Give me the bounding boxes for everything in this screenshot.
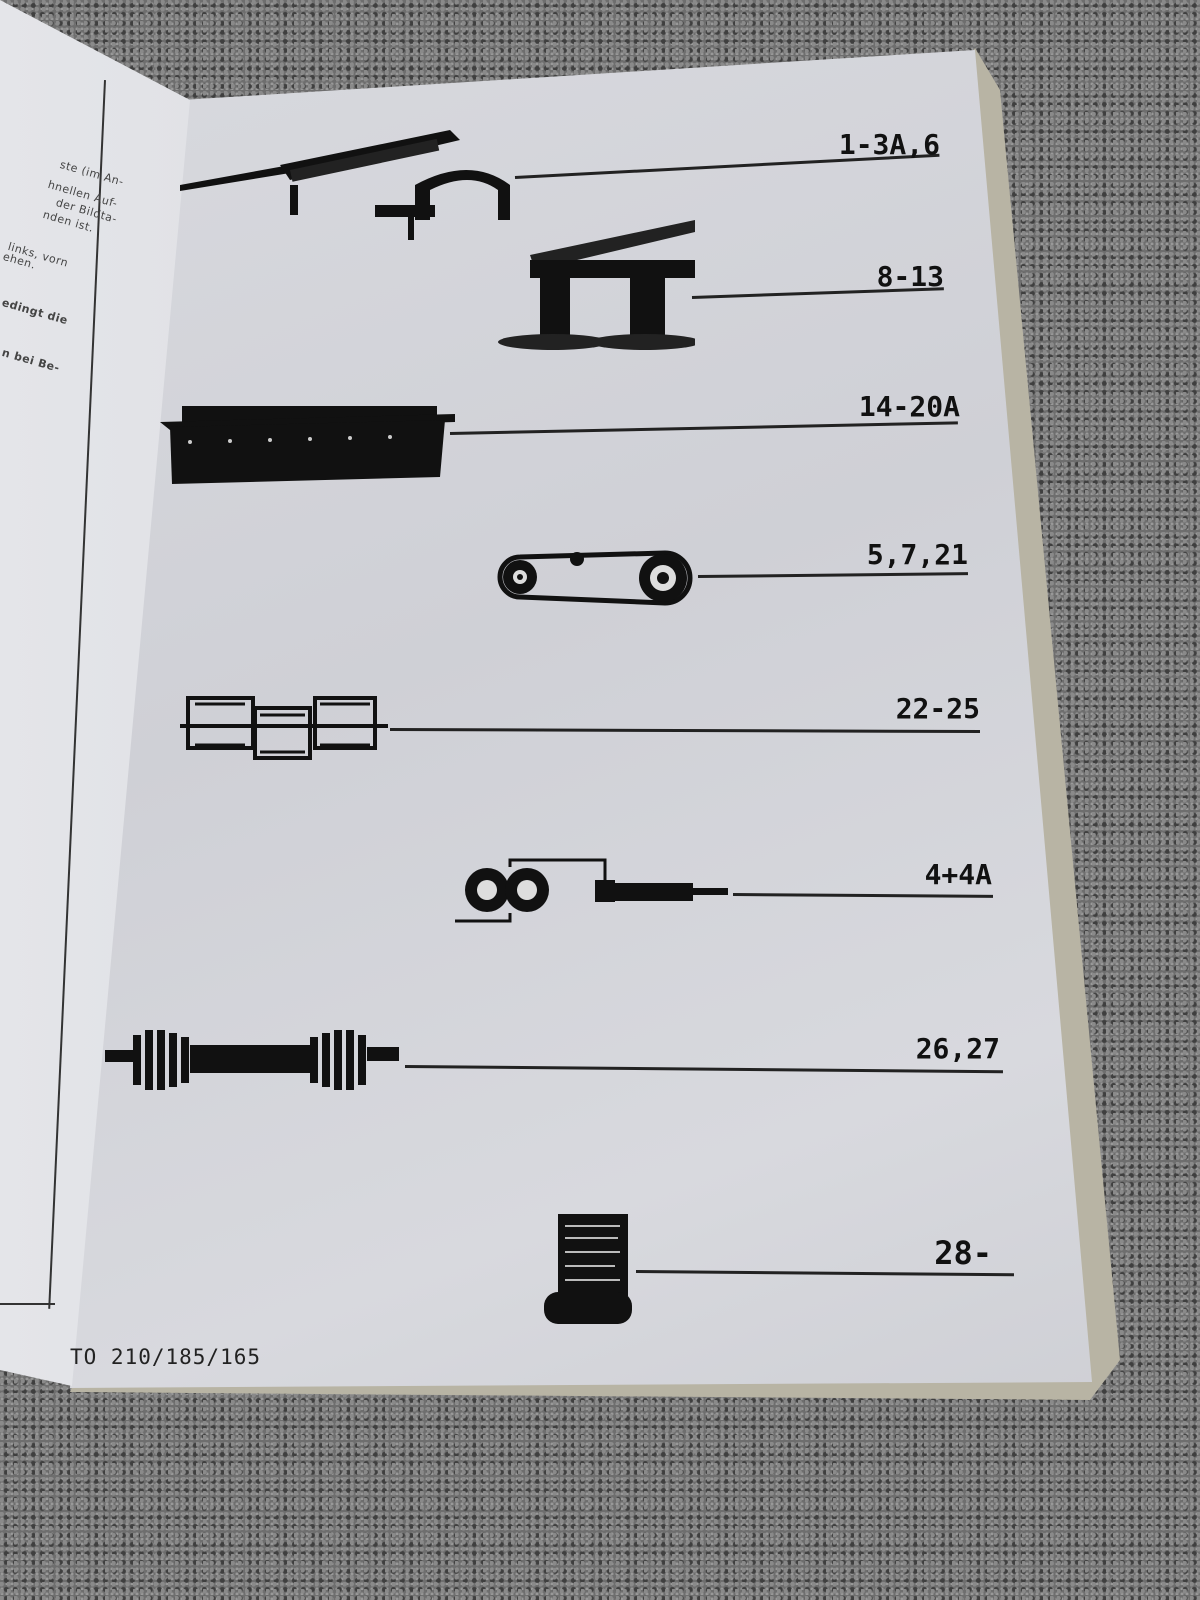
- conditioner-rotor-icon: [180, 696, 388, 760]
- page-footer: TO 210/185/165: [70, 1345, 262, 1369]
- entry-label: 26,27: [915, 1032, 1000, 1065]
- entry-label: 4+4A: [924, 858, 992, 891]
- entry-label: 28-: [934, 1234, 992, 1272]
- mower-discs-icon: [498, 220, 695, 350]
- document-scroll-icon: [544, 1214, 632, 1324]
- left-page-frame-bottom: [0, 1303, 55, 1305]
- entry-label: 22-25: [895, 692, 980, 725]
- cutter-bar-icon: [160, 406, 455, 484]
- belt-drive-icon: [497, 550, 693, 606]
- entry-label: 5,7,21: [866, 538, 968, 571]
- entry-label: 1-3A,6: [838, 128, 940, 161]
- entry-label: 8-13: [876, 260, 944, 293]
- pto-shaft-icon: [105, 1030, 399, 1090]
- mower-frame-icon: [180, 130, 510, 240]
- entry-label: 14-20A: [858, 390, 960, 423]
- hydraulic-cylinder-icon: [455, 858, 728, 923]
